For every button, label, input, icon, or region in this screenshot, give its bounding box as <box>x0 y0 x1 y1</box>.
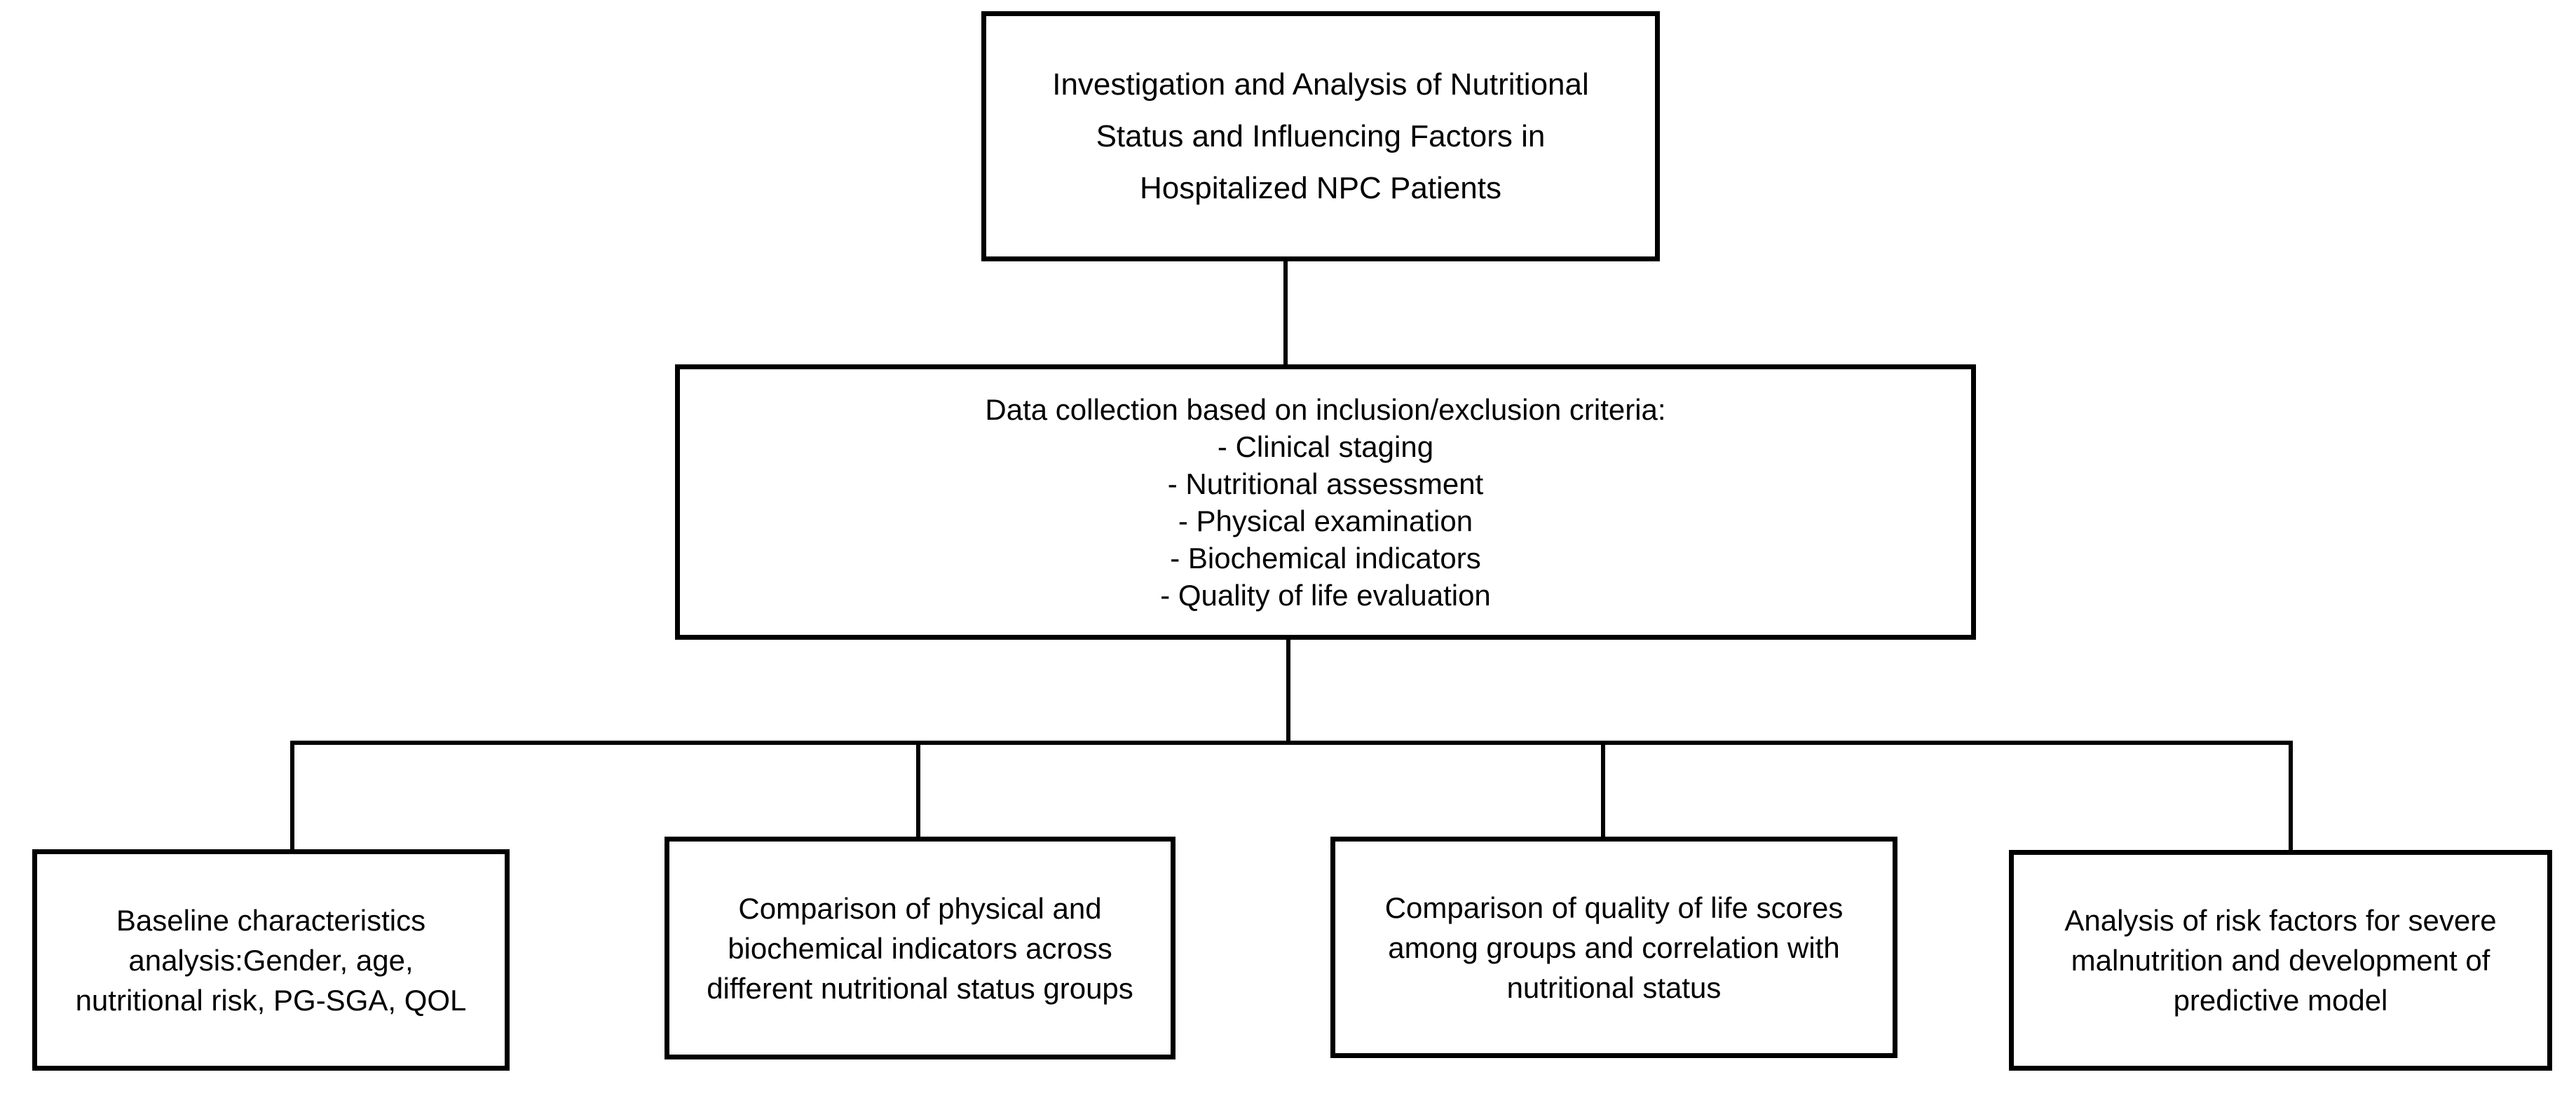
connector-root-to-data-collection <box>1283 260 1288 366</box>
node-study-title: Investigation and Analysis of Nutritiona… <box>981 11 1660 261</box>
connector-rail-to-qol <box>1601 741 1605 838</box>
connector-rail-to-baseline <box>290 741 294 851</box>
connector-horizontal-rail <box>290 741 2293 745</box>
node-data-collection: Data collection based on inclusion/exclu… <box>675 364 1976 640</box>
connector-rail-to-risk <box>2289 741 2293 851</box>
node-quality-of-life-comparison: Comparison of quality of life scores amo… <box>1330 837 1897 1058</box>
node-physical-biochemical-comparison: Comparison of physical and biochemical i… <box>665 837 1175 1059</box>
connector-rail-to-physical <box>916 741 920 838</box>
node-baseline-characteristics: Baseline characteristics analysis:Gender… <box>32 849 510 1071</box>
connector-data-collection-to-rail <box>1286 638 1290 743</box>
node-risk-factor-analysis: Analysis of risk factors for severe maln… <box>2009 850 2552 1071</box>
